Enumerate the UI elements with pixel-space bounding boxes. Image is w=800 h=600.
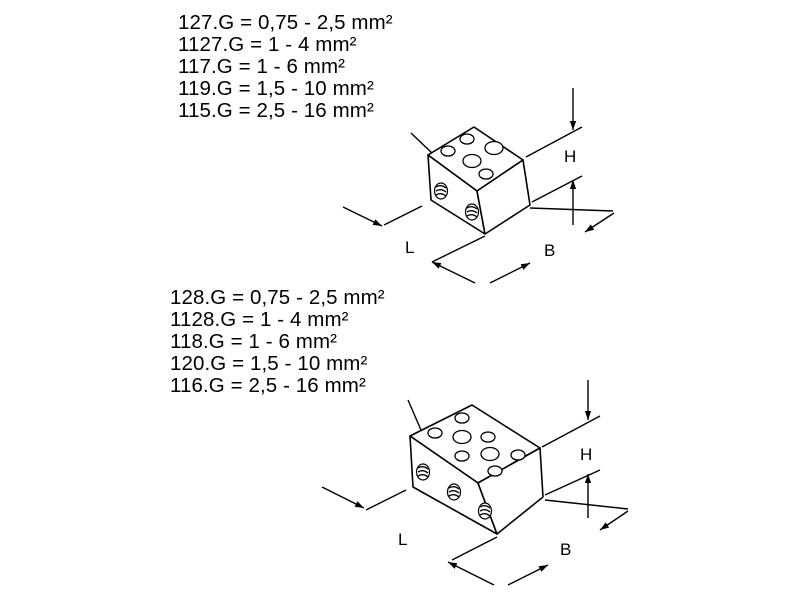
hole-icon [510,449,526,461]
top-block-holes [440,133,504,180]
hole-icon [480,431,496,443]
bottom-block-holes [427,412,526,477]
screw-thread-icon [435,185,447,197]
hole-icon [454,412,470,424]
top-dim-b-label: B [544,241,555,260]
hole-icon [440,145,456,157]
bottom-spec-3: 118.G = 1 - 6 mm² [170,330,338,353]
bottom-dim-h-label: H [580,445,592,464]
top-spec-2: 1127.G = 1 - 4 mm² [178,33,357,56]
top-b-arrow-right-icon [489,262,531,284]
bottom-b-ext-right [544,499,629,510]
bottom-b-ext-left [451,536,498,561]
bottom-terminal-block: H L B [321,380,629,586]
top-spec-5: 115.G = 2,5 - 16 mm² [178,99,374,122]
hole-icon [452,429,472,445]
top-block-right-face [476,159,531,235]
top-b-ext-left [431,235,486,263]
top-l-ext [383,205,423,226]
hole-icon [454,450,470,462]
bottom-leader-line [407,399,422,431]
top-terminal-block: H L B [342,88,615,284]
screw-thread-icon [417,466,429,478]
hole-icon [484,140,504,156]
bottom-l-ext [365,489,407,511]
top-b-arrow-side-icon [584,212,615,233]
bottom-dim-l-label: L [398,530,407,549]
hole-icon [462,153,482,169]
top-h-ext-lower [531,175,583,203]
bottom-h-ext-lower [544,469,601,496]
hole-icon [427,427,443,439]
hole-icon [487,465,503,477]
top-dim-l-label: L [405,238,414,257]
top-leader-line [410,132,434,155]
top-b-ext-right [529,207,614,212]
bottom-b-arrow-side-icon [599,510,629,531]
bottom-spec-1: 128.G = 0,75 - 2,5 mm² [170,286,385,309]
bottom-spec-list: 128.G = 0,75 - 2,5 mm² 1128.G = 1 - 4 mm… [170,287,385,397]
bottom-block-screws [415,463,493,520]
hole-icon [480,446,500,462]
screw-thread-icon [479,505,491,517]
top-b-arrow-left-icon [431,261,476,284]
bottom-spec-5: 116.G = 2,5 - 16 mm² [170,374,366,397]
top-spec-1: 127.G = 0,75 - 2,5 mm² [178,11,393,34]
top-block-screws [433,182,480,221]
bottom-spec-2: 1128.G = 1 - 4 mm² [170,308,349,331]
screw-thread-icon [448,486,460,498]
bottom-b-arrow-right-icon [507,564,549,586]
bottom-b-arrow-left-icon [447,561,495,586]
top-h-ext-upper [525,126,583,158]
top-spec-4: 119.G = 1,5 - 10 mm² [178,77,374,100]
hole-icon [478,168,494,180]
top-dim-h-label: H [564,147,576,166]
bottom-l-arrow-icon [321,486,365,509]
bottom-h-ext-upper [541,415,601,448]
top-l-arrow-icon [342,206,383,227]
bottom-spec-4: 120.G = 1,5 - 10 mm² [170,352,368,375]
screw-thread-icon [466,206,478,218]
bottom-dim-b-label: B [560,540,571,559]
top-spec-list: 127.G = 0,75 - 2,5 mm² 1127.G = 1 - 4 mm… [178,12,393,122]
hole-icon [459,133,475,145]
top-spec-3: 117.G = 1 - 6 mm² [178,55,346,78]
